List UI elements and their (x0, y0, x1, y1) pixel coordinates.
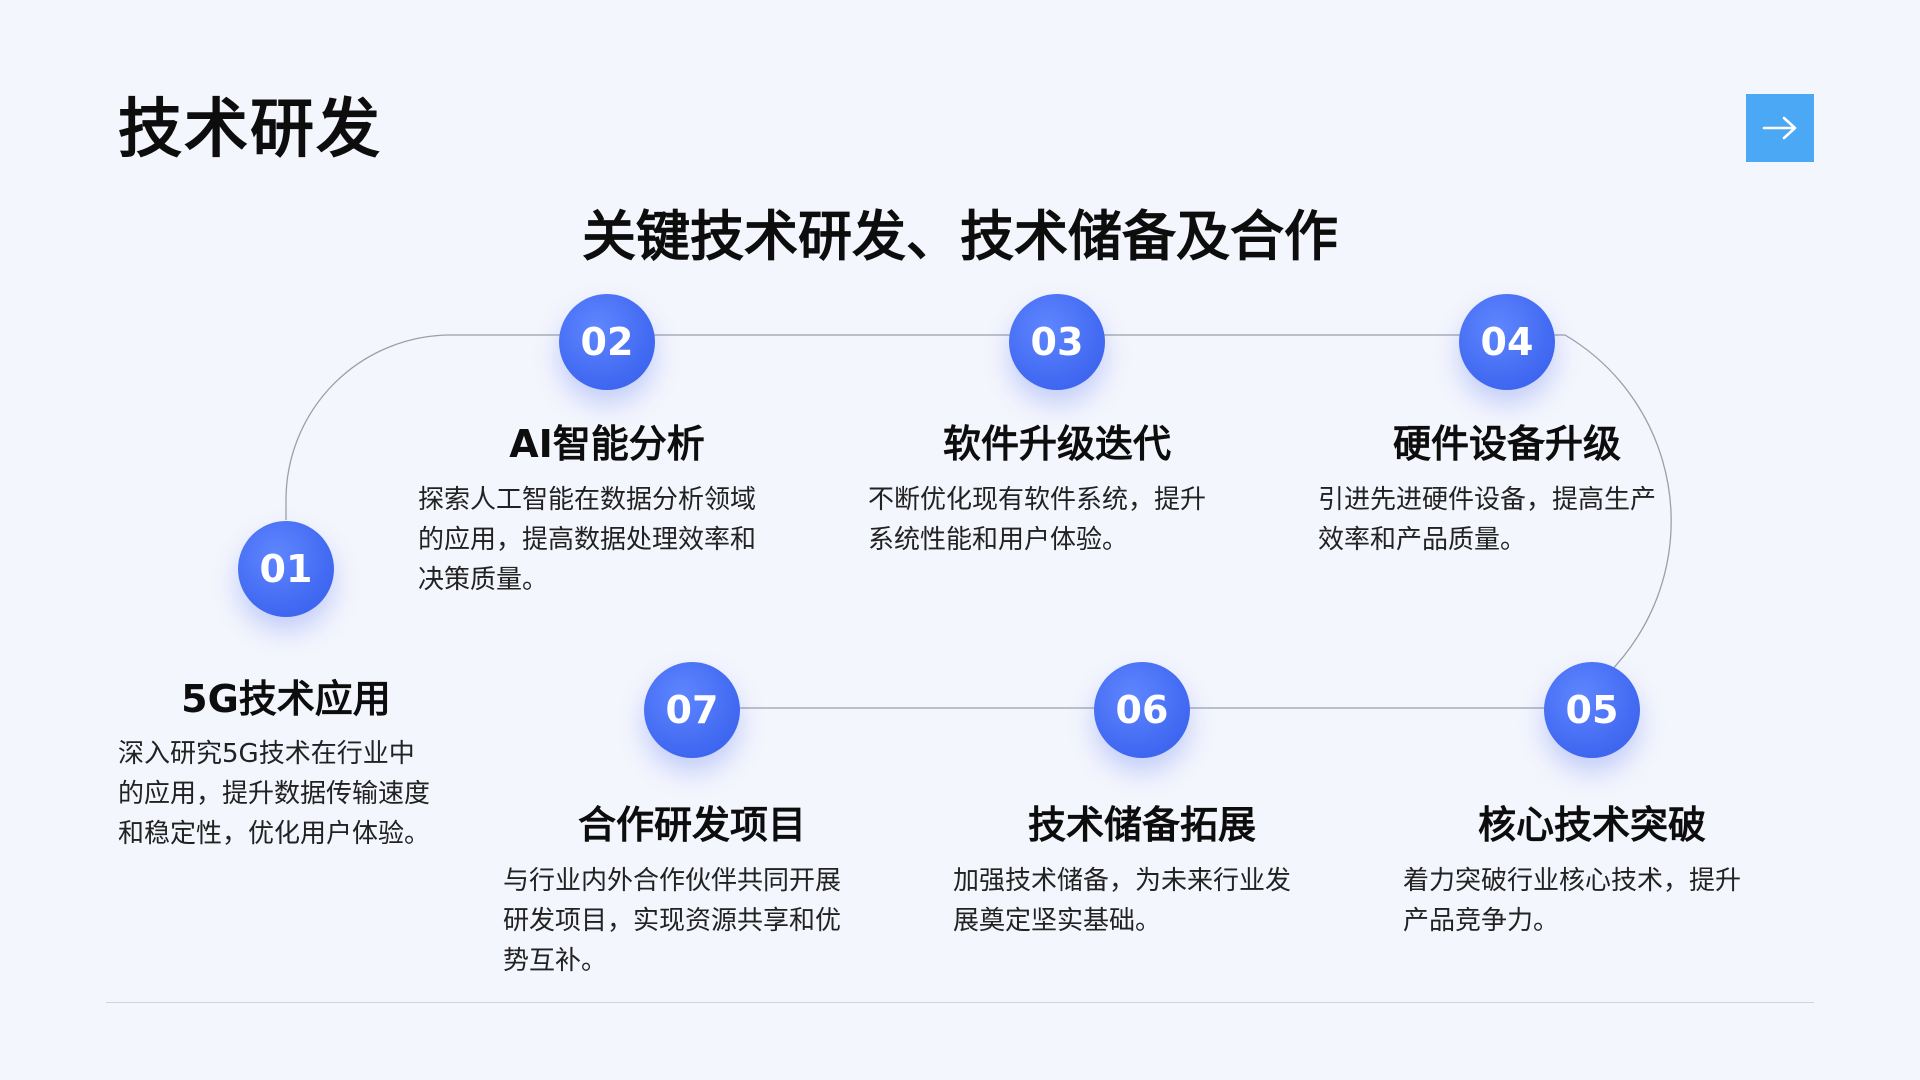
step-number-06: 06 (1094, 662, 1190, 758)
step-desc-line: 探索人工智能在数据分析领域 (418, 485, 757, 515)
step-desc-line: 引进先进硬件设备，提高生产 (1318, 485, 1657, 515)
step-title-05: 核心技术突破 (1477, 803, 1706, 847)
step-number-03: 03 (1009, 294, 1105, 390)
step-desc-line: 产品竞争力。 (1403, 906, 1560, 936)
step-desc-02: 探索人工智能在数据分析领域 的应用，提高数据处理效率和 决策质量。 (418, 480, 788, 600)
bottom-divider (106, 1002, 1814, 1003)
step-desc-line: 决策质量。 (418, 565, 549, 595)
step-desc-line: 研发项目，实现资源共享和优 (503, 906, 842, 936)
step-desc-line: 加强技术储备，为未来行业发 (953, 866, 1292, 896)
step-desc-line: 和稳定性，优化用户体验。 (118, 819, 431, 849)
step-desc-07: 与行业内外合作伙伴共同开展 研发项目，实现资源共享和优 势互补。 (503, 861, 873, 981)
step-title-06: 技术储备拓展 (1027, 803, 1256, 847)
step-number-01: 01 (238, 521, 334, 617)
step-desc-line: 的应用，提升数据传输速度 (118, 779, 431, 809)
step-number-02: 02 (559, 294, 655, 390)
step-desc-line: 系统性能和用户体验。 (868, 525, 1129, 555)
page-title: 技术研发 (118, 93, 382, 167)
step-desc-05: 着力突破行业核心技术，提升 产品竞争力。 (1403, 861, 1773, 941)
step-title-07: 合作研发项目 (577, 803, 806, 847)
step-title-02: AI智能分析 (509, 422, 705, 466)
step-desc-line: 不断优化现有软件系统，提升 (868, 485, 1207, 515)
step-number-07: 07 (644, 662, 740, 758)
step-title-04: 硬件设备升级 (1392, 422, 1621, 466)
step-number-04: 04 (1459, 294, 1555, 390)
next-button[interactable] (1746, 94, 1814, 162)
step-desc-line: 展奠定坚实基础。 (953, 906, 1162, 936)
subtitle: 关键技术研发、技术储备及合作 (582, 205, 1338, 268)
step-desc-line: 效率和产品质量。 (1318, 525, 1527, 555)
step-number-05: 05 (1544, 662, 1640, 758)
step-desc-01: 深入研究5G技术在行业中 的应用，提升数据传输速度 和稳定性，优化用户体验。 (118, 734, 488, 854)
step-desc-line: 深入研究5G技术在行业中 (118, 739, 415, 769)
step-desc-line: 与行业内外合作伙伴共同开展 (503, 866, 842, 896)
step-desc-line: 着力突破行业核心技术，提升 (1403, 866, 1742, 896)
step-desc-line: 势互补。 (503, 946, 608, 976)
step-desc-06: 加强技术储备，为未来行业发 展奠定坚实基础。 (953, 861, 1323, 941)
step-title-01: 5G技术应用 (181, 677, 391, 721)
step-desc-04: 引进先进硬件设备，提高生产 效率和产品质量。 (1318, 480, 1688, 560)
arrow-right-icon (1762, 116, 1797, 140)
step-desc-line: 的应用，提高数据处理效率和 (418, 525, 757, 555)
step-desc-03: 不断优化现有软件系统，提升 系统性能和用户体验。 (868, 480, 1238, 560)
step-title-03: 软件升级迭代 (942, 422, 1171, 466)
